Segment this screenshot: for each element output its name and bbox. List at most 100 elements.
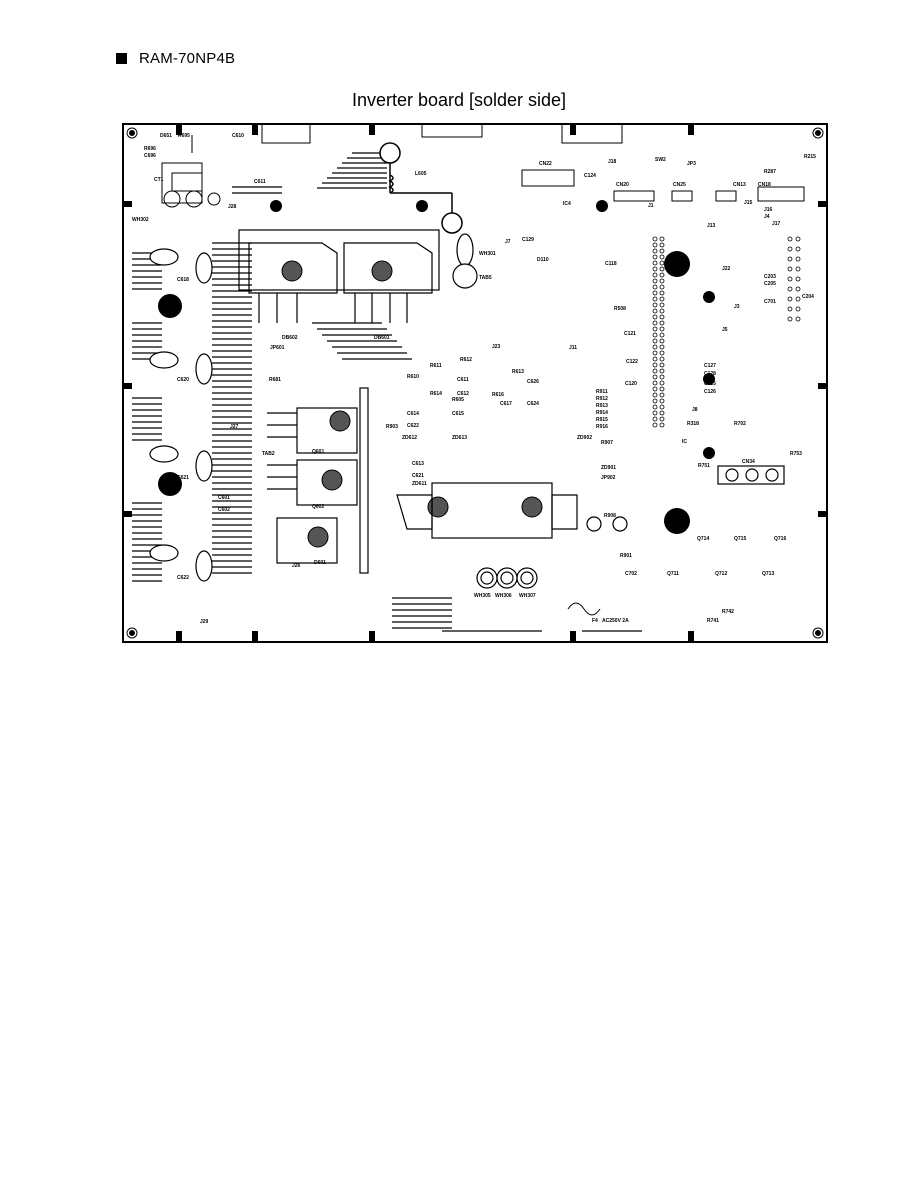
- lbl: IC4: [563, 201, 571, 207]
- lbl: R907: [601, 440, 613, 446]
- lbl: C611: [254, 179, 266, 185]
- lbl: R751: [698, 463, 710, 469]
- lbl: C611: [457, 377, 469, 383]
- ic-pin-rows: [652, 236, 801, 428]
- lbl: C618: [177, 277, 189, 283]
- pcb-svg: D651 R695 C610 R696 C696 CT1 C611 J28 WH…: [122, 123, 828, 643]
- lbl: R610: [407, 374, 419, 380]
- lbl: R616: [492, 392, 504, 398]
- lbl: R913: [596, 403, 608, 409]
- lbl: J26: [292, 563, 301, 569]
- lbl: R901: [620, 553, 632, 559]
- lbl: C626: [527, 379, 539, 385]
- lbl: JP601: [270, 345, 285, 351]
- lbl: C128: [704, 371, 716, 377]
- lbl: R605: [452, 397, 464, 403]
- lbl: CN18: [758, 182, 771, 188]
- lbl: J23: [492, 344, 501, 350]
- lbl: J28: [228, 204, 237, 210]
- lbl: C125: [704, 381, 716, 387]
- page-title: Inverter board [solder side]: [351, 90, 567, 110]
- lbl: R753: [790, 451, 802, 457]
- lbl: AC250V 2A: [602, 618, 629, 624]
- lbl: C701: [764, 299, 776, 305]
- lbl: J5: [722, 327, 728, 333]
- lbl: J4: [764, 214, 770, 220]
- lbl: J13: [707, 223, 716, 229]
- header: RAM-70NP4B: [116, 50, 235, 67]
- lbl: J27: [230, 424, 239, 430]
- lbl: R508: [614, 306, 626, 312]
- ac-symbol: [567, 602, 601, 616]
- lbl: C622: [407, 423, 419, 429]
- lbl: DB602: [282, 335, 298, 341]
- lbl: Q712: [715, 571, 727, 577]
- lbl: C204: [802, 294, 814, 300]
- lbl: C122: [626, 359, 638, 365]
- lbl: C614: [407, 411, 419, 417]
- lbl: C615: [452, 411, 464, 417]
- border-notches: [122, 123, 828, 643]
- lbl: C126: [704, 389, 716, 395]
- lbl: F4: [592, 618, 598, 624]
- center-ipm: [396, 482, 578, 539]
- lbl: WH302: [132, 217, 149, 223]
- lbl: R696: [144, 146, 156, 152]
- top-left-components: [161, 135, 221, 208]
- lbl: R318: [687, 421, 699, 427]
- lbl: Q713: [762, 571, 774, 577]
- lbl: R681: [269, 377, 281, 383]
- board-outline: [122, 123, 828, 643]
- lbl: JP3: [687, 161, 696, 167]
- lbl: R695: [178, 133, 190, 139]
- lbl: J22: [722, 266, 731, 272]
- lbl: C602: [218, 507, 230, 513]
- lbl: R215: [804, 154, 816, 160]
- left-oval-pads: [149, 248, 213, 582]
- lbl: J15: [744, 200, 753, 206]
- lbl: C621: [412, 473, 424, 479]
- lbl: C121: [624, 331, 636, 337]
- lbl: Q715: [734, 536, 746, 542]
- lbl: D651: [160, 133, 172, 139]
- lbl: C124: [584, 173, 596, 179]
- lbl: CN20: [616, 182, 629, 188]
- cap-wh301: [452, 233, 478, 289]
- lbl: J1: [648, 203, 654, 209]
- lbl: WH301: [479, 251, 496, 257]
- lbl: C702: [625, 571, 637, 577]
- lbl: R914: [596, 410, 608, 416]
- lbl: CN34: [742, 459, 755, 465]
- lbl: J18: [608, 159, 617, 165]
- lbl: WH305: [474, 593, 491, 599]
- lbl: C621: [177, 475, 189, 481]
- lbl: JP902: [601, 475, 616, 481]
- lbl: CN13: [733, 182, 746, 188]
- component-labels: D651 R695 C610 R696 C696 CT1 C611 J28 WH…: [132, 133, 816, 625]
- corner-holes: [126, 127, 824, 639]
- lbl: C612: [457, 391, 469, 397]
- lbl: C617: [500, 401, 512, 407]
- lbl: CT1: [154, 177, 164, 183]
- lbl: J8: [692, 407, 698, 413]
- square-bullet-icon: [116, 53, 127, 64]
- module-outlines: [238, 229, 440, 323]
- left-heatsink-traces-2: [212, 242, 252, 574]
- lbl: D601: [314, 560, 326, 566]
- lbl: R613: [512, 369, 524, 375]
- lbl: R911: [596, 389, 608, 395]
- lbl: ZD901: [601, 465, 616, 471]
- lbl: R903: [386, 424, 398, 430]
- lbl: C696: [144, 153, 156, 159]
- wh-circles: [476, 516, 628, 589]
- lbl: C205: [764, 281, 776, 287]
- lbl: ZD612: [402, 435, 417, 441]
- lbl: CN25: [673, 182, 686, 188]
- lbl: ZD902: [577, 435, 592, 441]
- lbl: C203: [764, 274, 776, 280]
- lbl: C620: [177, 377, 189, 383]
- lbl: C127: [704, 363, 716, 369]
- lbl: DB601: [374, 335, 390, 341]
- lbl: R611: [430, 363, 442, 369]
- lbl: R912: [596, 396, 608, 402]
